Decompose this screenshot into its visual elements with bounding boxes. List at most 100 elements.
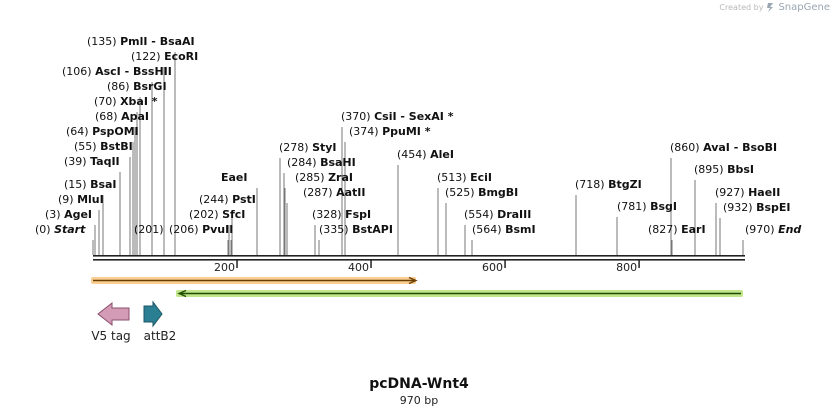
site-label: (860) AvaI - BsoBI (670, 141, 777, 154)
site-name: ApaI (121, 110, 149, 123)
site-name: AvaI - BsoBI (703, 141, 777, 154)
site-position: (55) (74, 140, 100, 153)
site-position: (525) (445, 186, 478, 199)
site-name: EarI (681, 223, 705, 236)
site-name: BsaI (90, 178, 116, 191)
site-name: BsrGI (133, 80, 166, 93)
site-position: (68) (95, 110, 121, 123)
backbone-bottom (93, 259, 745, 261)
site-name: HaeII (748, 186, 780, 199)
site-label: (374) PpuMI * (349, 125, 431, 138)
site-name: DraIII (497, 208, 531, 221)
site-position: (554) (464, 208, 497, 221)
site-label: (895) BbsI (694, 163, 754, 176)
site-label: (55) BstBI (74, 140, 133, 153)
site-name: BmgBI (478, 186, 518, 199)
site-label: (244) PstI (199, 193, 256, 206)
attb2-feature-arrow (143, 300, 163, 328)
site-label: (554) DraIII (464, 208, 531, 221)
site-label: (970) End (745, 223, 801, 236)
site-position: (335) (319, 223, 352, 236)
snapgene-branding: Created by SnapGene (719, 2, 830, 13)
site-position: (284) (287, 156, 320, 169)
site-name: BspEI (756, 201, 790, 214)
site-position: (370) (341, 110, 374, 123)
site-name: ZraI (328, 171, 353, 184)
site-label: (0) Start (35, 223, 86, 236)
site-name: FspI (345, 208, 371, 221)
site-name: XbaI * (120, 95, 158, 108)
site-name: EcoRI (164, 50, 198, 63)
site-position: (70) (94, 95, 120, 108)
site-name: BsmI (505, 223, 536, 236)
site-label: (287) AatII (303, 186, 365, 199)
site-position: (3) (45, 208, 64, 221)
site-position: (278) (279, 141, 312, 154)
site-name: AatII (336, 186, 365, 199)
sequence-length: 970 bp (399, 394, 439, 407)
site-position: (927) (715, 186, 748, 199)
site-position: (285) (295, 171, 328, 184)
site-position: (827) (648, 223, 681, 236)
created-by-text: Created by (719, 3, 764, 12)
site-label: (15) BsaI (64, 178, 117, 191)
site-name: PstI (232, 193, 256, 206)
site-label: (106) AscI - BssHII (62, 65, 172, 78)
site-position: (64) (66, 125, 92, 138)
site-position: (287) (303, 186, 336, 199)
site-position: (564) (472, 223, 505, 236)
site-position: (781) (617, 200, 650, 213)
site-label: (932) BspEI (723, 201, 791, 214)
site-label: (3) AgeI (45, 208, 92, 221)
site-position: (718) (575, 178, 608, 191)
site-label: (370) CsiI - SexAI * (341, 110, 454, 123)
site-name: StyI (312, 141, 336, 154)
v5-tag-label: V5 tag (91, 329, 130, 343)
site-position: (9) (58, 193, 77, 206)
site-position: (860) (670, 141, 703, 154)
snapgene-name: SnapGene (778, 2, 830, 13)
site-label: EaeI (221, 171, 248, 184)
site-position: (15) (64, 178, 90, 191)
site-name: End (778, 223, 801, 236)
site-name: TaqII (90, 155, 120, 168)
site-position: (202) (189, 208, 222, 221)
site-label: (827) EarI (648, 223, 706, 236)
site-label: (122) EcoRI (131, 50, 198, 63)
site-position: (86) (107, 80, 133, 93)
sequence-name: pcDNA-Wnt4 (369, 376, 469, 392)
site-label: (927) HaeII (715, 186, 780, 199)
site-name: BsaHI (320, 156, 356, 169)
site-position: (970) (745, 223, 778, 236)
site-position: (135) (87, 35, 120, 48)
site-name: EciI (470, 171, 492, 184)
site-name: BstAPI (352, 223, 393, 236)
site-label: (564) BsmI (472, 223, 536, 236)
site-name: SfcI (222, 208, 245, 221)
site-name: PpuMI * (382, 125, 431, 138)
title-block: pcDNA-Wnt4 970 bp (0, 376, 838, 407)
site-name: AscI - BssHII (95, 65, 172, 78)
site-label: (525) BmgBI (445, 186, 518, 199)
site-position: (328) (312, 208, 345, 221)
site-position: (122) (131, 50, 164, 63)
site-label: (68) ApaI (95, 110, 149, 123)
site-label: (285) ZraI (295, 171, 353, 184)
green-feature-bar-arrowhead (177, 289, 187, 298)
site-label: (335) BstAPI (319, 223, 393, 236)
ruler-tick-label: 600 (482, 261, 503, 274)
ruler-tick-label: 200 (214, 261, 235, 274)
site-label: (718) BtgZI (575, 178, 642, 191)
site-name: PspOMI (92, 125, 139, 138)
site-position: (454) (397, 148, 430, 161)
attb2-label: attB2 (144, 329, 177, 343)
site-name: CsiI - SexAI * (374, 110, 454, 123)
v5-tag-feature-arrow (97, 301, 130, 327)
site-name: AgeI (64, 208, 92, 221)
snapgene-logo-icon (767, 3, 774, 12)
site-label: (39) TaqII (64, 155, 120, 168)
site-label: (206) PvuII (169, 223, 233, 236)
orange-feature-bar-arrowhead (408, 276, 418, 285)
site-label: (202) SfcI (189, 208, 245, 221)
